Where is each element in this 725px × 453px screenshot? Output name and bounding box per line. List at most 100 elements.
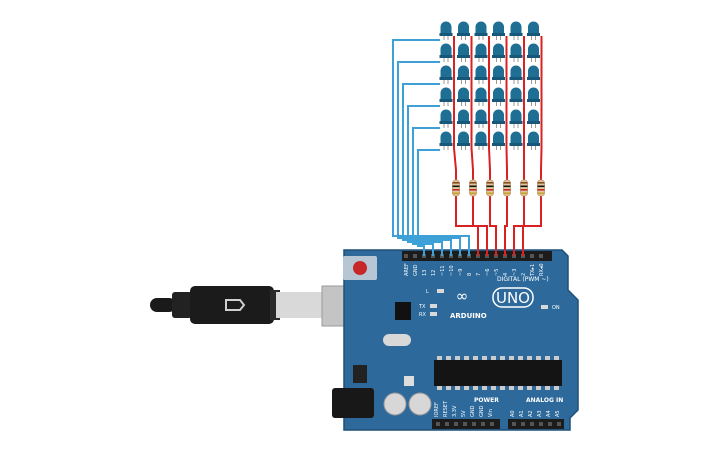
led[interactable] — [527, 109, 540, 128]
resistor[interactable] — [520, 179, 528, 197]
led[interactable] — [492, 65, 505, 85]
analog-pin[interactable] — [557, 422, 561, 426]
chip-pins — [437, 356, 559, 390]
led[interactable] — [474, 21, 488, 41]
led[interactable] — [457, 87, 470, 106]
led[interactable] — [439, 21, 453, 41]
arduino-uno-board[interactable]: ∞ UNO ARDUINO DIGITAL (PWM ~) POWER ANAL… — [332, 249, 579, 431]
led[interactable] — [492, 21, 505, 41]
power-jack[interactable] — [332, 388, 374, 418]
power-pin[interactable] — [490, 422, 494, 426]
digital-pin-label: ~9 — [458, 269, 464, 276]
on-label: ON — [552, 305, 560, 311]
led[interactable] — [527, 87, 540, 106]
chip-pin — [455, 356, 460, 360]
led[interactable] — [509, 109, 523, 128]
column-wire — [540, 36, 543, 180]
digital-pin[interactable] — [539, 254, 543, 258]
led[interactable] — [439, 87, 453, 106]
chip-pin — [536, 356, 541, 360]
led[interactable] — [509, 65, 523, 85]
led[interactable] — [474, 109, 488, 128]
led[interactable] — [457, 43, 470, 63]
row-wire — [407, 105, 443, 256]
led[interactable] — [492, 131, 505, 151]
analog-pin[interactable] — [512, 422, 516, 426]
analog-pin-label: A5 — [555, 410, 561, 417]
led[interactable] — [439, 131, 453, 151]
led[interactable] — [457, 109, 470, 128]
chip-pin — [437, 386, 442, 390]
chip-pin — [500, 356, 505, 360]
digital-pin[interactable] — [413, 254, 417, 258]
chip-pin — [545, 356, 550, 360]
led[interactable] — [509, 131, 523, 151]
analog-pin[interactable] — [548, 422, 552, 426]
chip-small — [395, 302, 411, 320]
analog-pin-label: A1 — [519, 410, 525, 417]
led[interactable] — [474, 87, 488, 106]
digital-pin[interactable] — [404, 254, 408, 258]
led[interactable] — [509, 43, 523, 63]
resistor[interactable] — [537, 179, 545, 197]
power-pin[interactable] — [445, 422, 449, 426]
led[interactable] — [474, 43, 488, 63]
led[interactable] — [527, 21, 540, 41]
digital-pin-label: ~5 — [494, 269, 500, 276]
power-pin[interactable] — [463, 422, 467, 426]
resistor[interactable] — [486, 179, 494, 197]
digital-pin-label: GND — [413, 264, 419, 276]
led[interactable] — [439, 43, 453, 63]
l-label: L — [426, 289, 429, 295]
chip-pin — [509, 386, 514, 390]
atmega-chip — [434, 360, 562, 386]
blue-wires — [392, 39, 470, 256]
resistor-to-pin-wire — [522, 196, 542, 256]
chip-pin — [455, 386, 460, 390]
digital-pin-label: 13 — [422, 270, 428, 276]
capacitor-1 — [383, 392, 407, 416]
led[interactable] — [509, 21, 523, 41]
resistor[interactable] — [452, 179, 460, 197]
red-wires — [453, 36, 543, 256]
led[interactable] — [509, 87, 523, 106]
led[interactable] — [474, 65, 488, 85]
led[interactable] — [527, 43, 540, 63]
chip-pin — [473, 356, 478, 360]
resistor-to-pin-wire — [489, 196, 497, 256]
led[interactable] — [474, 131, 488, 151]
reset-button[interactable] — [353, 261, 367, 275]
column-wire — [453, 36, 457, 180]
led[interactable] — [457, 65, 470, 85]
resistor[interactable] — [469, 179, 477, 197]
column-wire — [488, 36, 491, 180]
analog-pin-label: A4 — [546, 410, 552, 417]
led[interactable] — [527, 131, 540, 151]
digital-label: DIGITAL (PWM ~) — [497, 276, 549, 283]
power-pin[interactable] — [481, 422, 485, 426]
chip-pin — [518, 356, 523, 360]
analog-pin-label: A3 — [537, 410, 543, 417]
power-pin[interactable] — [436, 422, 440, 426]
analog-pin[interactable] — [521, 422, 525, 426]
chip-pin — [446, 386, 451, 390]
led[interactable] — [492, 43, 505, 63]
led[interactable] — [439, 109, 453, 128]
resistor[interactable] — [503, 179, 511, 197]
led[interactable] — [527, 65, 540, 85]
power-pin[interactable] — [472, 422, 476, 426]
digital-pin-label: ~10 — [449, 265, 455, 276]
led[interactable] — [457, 131, 470, 151]
digital-pin[interactable] — [530, 254, 534, 258]
led[interactable] — [492, 87, 505, 106]
power-pin-label: 3.3V — [452, 405, 458, 417]
led[interactable] — [457, 21, 470, 41]
led[interactable] — [439, 65, 453, 85]
power-pin-label: 5V — [461, 410, 467, 417]
analog-pin[interactable] — [539, 422, 543, 426]
chip-pin — [518, 386, 523, 390]
analog-pin[interactable] — [530, 422, 534, 426]
infinity-icon: ∞ — [456, 287, 469, 305]
power-pin[interactable] — [454, 422, 458, 426]
led[interactable] — [492, 109, 505, 128]
